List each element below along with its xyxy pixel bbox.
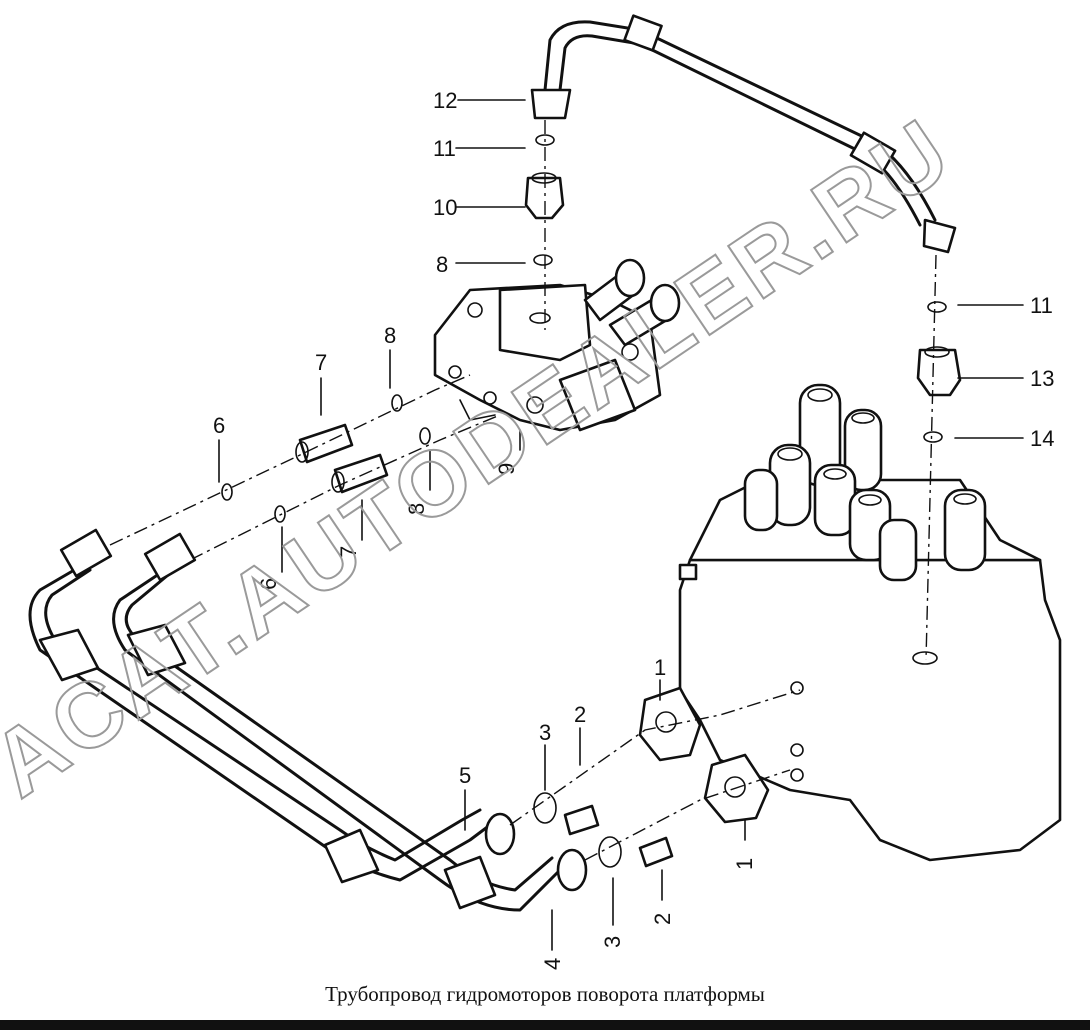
lower-pipes xyxy=(28,528,588,912)
callout-9: 9 xyxy=(494,463,519,475)
callout-8-top: 8 xyxy=(436,252,448,277)
callout-1-lower: 1 xyxy=(732,858,757,870)
swivel-joint-manifold xyxy=(433,258,681,432)
callout-2-upper: 2 xyxy=(574,702,586,727)
callout-7-upper: 7 xyxy=(315,350,327,375)
callout-6-upper: 6 xyxy=(213,413,225,438)
callout-4: 4 xyxy=(540,958,565,970)
bottom-border-bar xyxy=(0,1020,1090,1030)
callout-1-upper: 1 xyxy=(654,655,666,680)
callout-13: 13 xyxy=(1030,366,1054,391)
diagram-caption: Трубопровод гидромоторов поворота платфо… xyxy=(325,982,765,1006)
adapters-and-seals xyxy=(109,374,501,561)
callout-3-upper: 3 xyxy=(539,720,551,745)
callout-14: 14 xyxy=(1030,426,1054,451)
callout-labels: 12 11 10 8 11 13 14 7 8 6 6 7 8 9 1 1 2 … xyxy=(213,88,1054,970)
leader-lines xyxy=(218,99,1024,951)
fitting-stack-right xyxy=(916,254,962,661)
callout-5: 5 xyxy=(459,763,471,788)
callout-7-lower: 7 xyxy=(336,546,361,558)
flanges-and-screws xyxy=(509,686,801,868)
callout-3-lower: 3 xyxy=(600,936,625,948)
callout-11-left: 11 xyxy=(433,136,456,161)
callout-10: 10 xyxy=(433,195,457,220)
callout-6-lower: 6 xyxy=(256,578,281,590)
fitting-stack-left xyxy=(524,120,565,330)
callout-11-right: 11 xyxy=(1030,293,1053,318)
callout-2-lower: 2 xyxy=(650,913,675,925)
control-valve-block xyxy=(678,383,1062,862)
callout-12: 12 xyxy=(433,88,457,113)
callout-8-lower: 8 xyxy=(404,503,429,515)
upper-pipe xyxy=(530,14,957,254)
callout-8-upper: 8 xyxy=(384,323,396,348)
